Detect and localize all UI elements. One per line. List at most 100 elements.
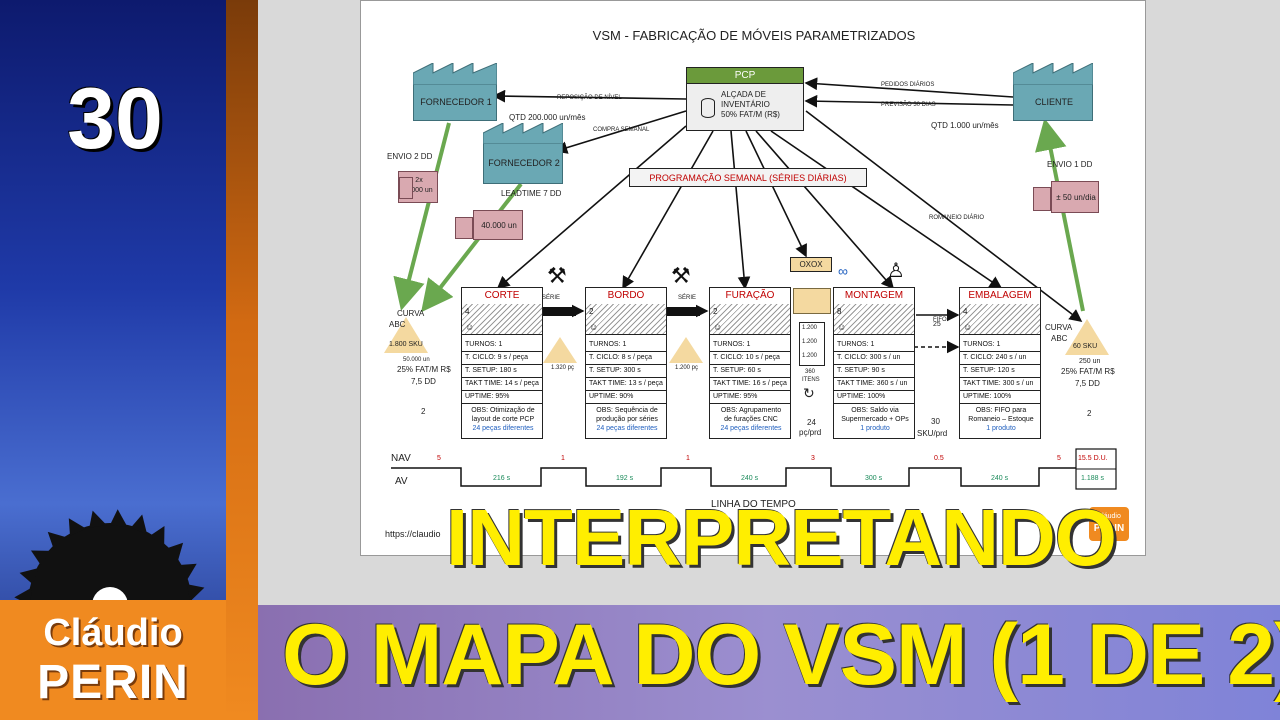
process-cycle: T. CICLO: 300 s / un: [837, 354, 901, 361]
process-shifts: TURNOS: 1: [713, 341, 751, 348]
process-obs-3: 24 peças diferentes: [596, 425, 658, 432]
process-box: CORTE 4 ☺ TURNOS: 1 T. CICLO: 9 s / peça…: [461, 287, 543, 439]
vsm-diagram: VSM - FABRICAÇÃO DE MÓVEIS PARAMETRIZADO…: [360, 0, 1146, 556]
inventory-triangle-left: [384, 317, 428, 353]
diagram-title: VSM - FABRICAÇÃO DE MÓVEIS PARAMETRIZADO…: [592, 28, 916, 43]
inventory-right-fat: 25% FAT/M R$: [1061, 367, 1115, 376]
process-operators: 4: [465, 307, 470, 316]
nav-total: 15.5 D.U.: [1078, 455, 1108, 462]
truck-2-label: 40.000 un: [481, 221, 517, 230]
sku-prd-1: 30: [931, 417, 940, 426]
truck-2-cab-icon: [455, 217, 473, 239]
inventory-right-qty: 250 un: [1079, 358, 1101, 365]
pcp-body-1: ALÇADA DE: [721, 90, 766, 99]
process-shifts: TURNOS: 1: [963, 341, 1001, 348]
bottom-title-band: [258, 605, 1280, 720]
process-setup: T. SETUP: 90 s: [837, 367, 885, 374]
truck-1-line1: 2x: [415, 177, 423, 184]
saw-tooth: [187, 584, 205, 602]
compra-label: COMPRA SEMANAL: [593, 127, 650, 133]
process-hatch: [462, 304, 542, 335]
process-uptime: UPTIME: 100%: [963, 393, 1012, 400]
process-operators: 2: [589, 307, 594, 316]
process-hatch: [710, 304, 790, 335]
timeline-nav-value: 1: [561, 455, 565, 462]
inventory-left-fat: 25% FAT/M R$: [397, 365, 451, 374]
forklift-icon-1: ⚒: [547, 263, 567, 288]
diagram-logo-text-2: PERIN: [1093, 523, 1125, 534]
process-box: FURAÇÃO 2 ☺ TURNOS: 1 T. CICLO: 10 s / p…: [709, 287, 791, 439]
process-takt: TAKT TIME: 300 s / un: [963, 380, 1034, 387]
process-box: BORDO 2 ☺ TURNOS: 1 T. CICLO: 8 s / peça…: [585, 287, 667, 439]
supplier-2-label: FORNECEDOR 2: [488, 158, 560, 168]
process-takt: TAKT TIME: 13 s / peça: [589, 380, 663, 387]
supermarket-rack: 1.200 1.200 1.200: [799, 322, 825, 366]
process-uptime: UPTIME: 100%: [837, 393, 886, 400]
envio1-label: ENVIO 1 DD: [1047, 160, 1093, 169]
process-obs-3: 24 peças diferentes: [720, 425, 782, 432]
operator-icon: ♙: [887, 260, 905, 282]
process-obs-3: 1 produto: [860, 425, 890, 432]
process-operators: 8: [837, 307, 842, 316]
supplier-1-factory: FORNECEDOR 1: [413, 83, 497, 121]
process-setup: T. SETUP: 120 s: [963, 367, 1015, 374]
saw-tooth: [68, 518, 87, 536]
wip-triangle-1: [543, 337, 577, 363]
supplier-qty-label: QTD 200.000 un/mês: [509, 113, 586, 122]
saw-tooth: [179, 563, 197, 582]
truck-3-cab-icon: [1033, 187, 1051, 211]
timeline-nav-value: 5: [1057, 455, 1061, 462]
envio2-label: ENVIO 2 DD: [387, 152, 433, 161]
cycle-arrow-icon: ↻: [803, 385, 815, 401]
process-hatch: [834, 304, 914, 335]
process-title: BORDO: [586, 288, 666, 305]
operator-symbol-icon: ☺: [589, 322, 599, 332]
timeline-nav-value: 1: [686, 455, 690, 462]
av-total: 1.188 s: [1081, 475, 1104, 482]
glasses-icon: ∞: [838, 263, 848, 279]
process-title: FURAÇÃO: [710, 288, 790, 305]
headline-line-1: INTERPRETANDO: [446, 493, 1117, 582]
process-operators: 2: [713, 307, 718, 316]
previsao-label: PREVISÃO 30 DIAS: [881, 102, 936, 108]
process-shifts: TURNOS: 1: [465, 341, 503, 348]
supermarket-stack-icon: [793, 288, 831, 314]
supermarket-rate-2: pç/prd: [799, 428, 822, 437]
process-shifts: TURNOS: 1: [589, 341, 627, 348]
customer-roof-icon: [1013, 63, 1093, 85]
saw-tooth: [19, 567, 40, 585]
brand-first-name: Cláudio: [43, 612, 183, 654]
supplier-2-roof-icon: [483, 123, 563, 144]
sku-prd-2: SKU/prd: [917, 429, 948, 438]
truck-3-label: ± 50 un/dia: [1056, 193, 1096, 202]
database-icon: [701, 98, 715, 118]
oxox-box: OXOX: [790, 257, 832, 272]
oxox-label: OXOX: [799, 260, 823, 269]
timeline-nav-value: 0.5: [934, 455, 944, 462]
episode-number: 30: [67, 71, 163, 167]
supplier-2-factory: FORNECEDOR 2: [483, 142, 563, 184]
av-label: AV: [395, 476, 408, 487]
process-uptime: UPTIME: 95%: [713, 393, 758, 400]
schedule-label: PROGRAMAÇÃO SEMANAL (SÉRIES DIÁRIAS): [649, 173, 847, 183]
inventory-triangle-right: [1065, 319, 1109, 355]
process-obs-2: produção por séries: [596, 416, 658, 423]
inventory-right-ops: 2: [1087, 409, 1092, 418]
timeline-av-value: 192 s: [616, 475, 634, 482]
inventory-left-dd: 7,5 DD: [411, 377, 436, 386]
reposicao-label: REPOSIÇÃO DE NÍVEL: [557, 95, 622, 101]
customer-qty-label: QTD 1.000 un/mês: [931, 121, 999, 130]
process-setup: T. SETUP: 180 s: [465, 367, 517, 374]
process-shifts: TURNOS: 1: [837, 341, 875, 348]
fifo-qty: 25: [933, 321, 941, 328]
customer-label: CLIENTE: [1034, 97, 1073, 107]
process-hatch: [586, 304, 666, 335]
diagram-connectors: [391, 77, 1117, 490]
pcp-body-2: INVENTÁRIO: [721, 100, 770, 109]
inventory-right-dd: 7,5 DD: [1075, 379, 1100, 388]
process-takt: TAKT TIME: 360 s / un: [837, 380, 908, 387]
truck-3: ± 50 un/dia: [1051, 181, 1099, 213]
process-obs-1: OBS: Saldo via: [851, 407, 899, 414]
timeline-av-value: 216 s: [493, 475, 511, 482]
saw-tooth: [47, 531, 68, 549]
